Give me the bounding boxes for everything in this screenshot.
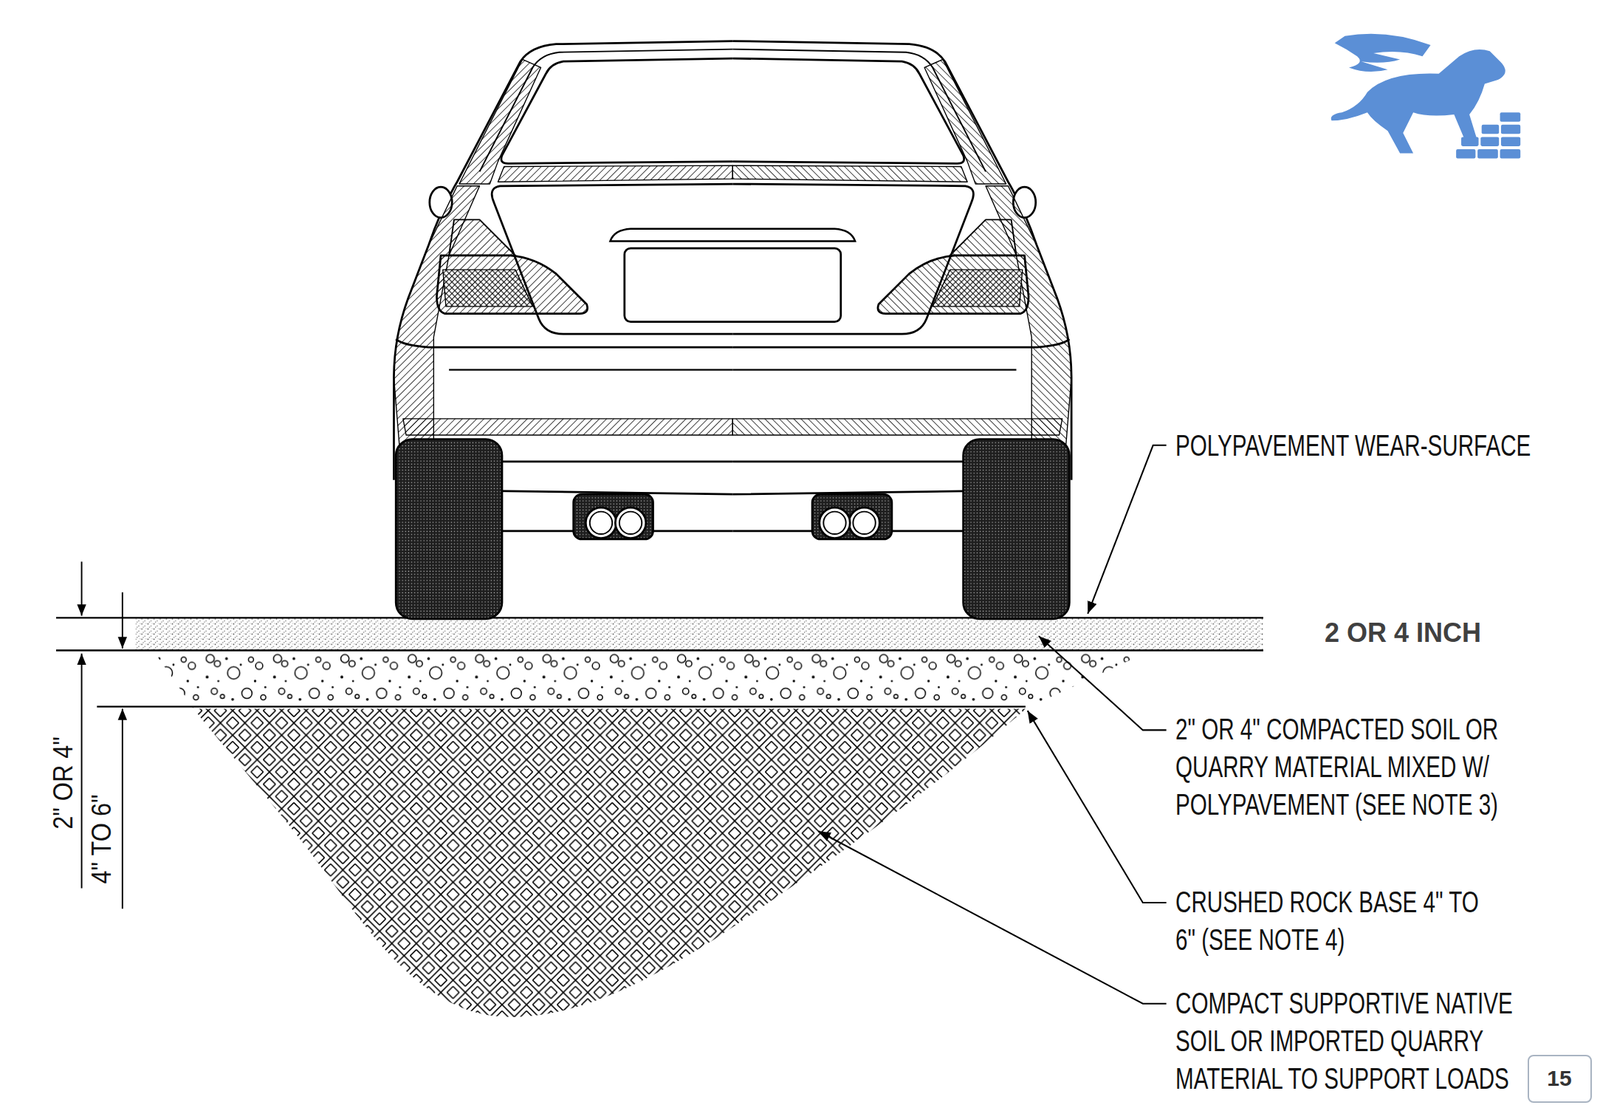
dimension-arrow [81, 561, 83, 616]
company-logo [1331, 33, 1521, 159]
logo-brick [1461, 136, 1479, 146]
car-tire [395, 439, 503, 619]
leader-line [1038, 635, 1167, 730]
car-half-mirrored [732, 41, 1072, 619]
car-taillight-upper [448, 219, 516, 255]
logo-brick [1500, 112, 1521, 122]
leader-line [1027, 710, 1167, 903]
wear-surface-bottom [56, 649, 1264, 651]
layer-callout: COMPACT SUPPORTIVE NATIVE SOIL OR IMPORT… [1175, 984, 1536, 1098]
car-half [393, 41, 733, 619]
dimension-lines [81, 561, 123, 909]
logo-brick [1480, 136, 1499, 146]
logo-lion [1331, 49, 1506, 154]
license-plate [624, 248, 841, 322]
dimension-text: 2" OR 4" [50, 736, 77, 830]
wear-surface-top [56, 616, 1264, 618]
thickness-note: 2 OR 4 INCH [1324, 616, 1482, 650]
logo-brick [1481, 124, 1499, 134]
car-roof-inner [479, 49, 734, 173]
car-taillight-inner [443, 269, 534, 307]
native-soil [191, 706, 1029, 1017]
dimension-text: 4" TO 6" [88, 794, 116, 884]
car-deck-hatch [497, 165, 733, 182]
exhaust-pipe-inner [589, 511, 613, 534]
logo-brick [1500, 149, 1521, 159]
compacted-soil-layer [152, 650, 1152, 709]
layer-callout: POLYPAVEMENT WEAR-SURFACE [1175, 426, 1531, 465]
leader-line [818, 830, 1166, 1004]
exhaust-housing [573, 493, 654, 539]
car-taillight [437, 255, 588, 314]
layer-callout: 2" OR 4" COMPACTED SOIL OR QUARRY MATERI… [1175, 710, 1536, 824]
car-bumper-hatch [403, 418, 733, 435]
logo-brick [1501, 124, 1521, 134]
logo-brick [1477, 149, 1499, 159]
logo-brick [1456, 149, 1476, 159]
leader-line [1087, 445, 1166, 614]
dimension-arrow [121, 592, 124, 649]
logo-wing [1334, 33, 1431, 72]
base-line [96, 705, 1026, 708]
car-window [501, 58, 733, 164]
car-trim-line [448, 368, 733, 370]
logo-brick [1501, 136, 1521, 146]
wear-surface [135, 617, 1264, 650]
exhaust-pipe [585, 507, 616, 538]
exhaust-pipe-inner [619, 511, 642, 534]
dimension-arrow [81, 653, 83, 889]
dimension-arrow [121, 708, 124, 909]
car-bumper-top [395, 338, 733, 348]
page-number: 15 [1546, 1065, 1572, 1091]
page-number-box: 15 [1527, 1054, 1592, 1103]
trunk-spoiler [609, 228, 856, 242]
exhaust-pipe [615, 507, 646, 538]
layer-callout: CRUSHED ROCK BASE 4" TO 6" (SEE NOTE 4) [1175, 883, 1493, 959]
